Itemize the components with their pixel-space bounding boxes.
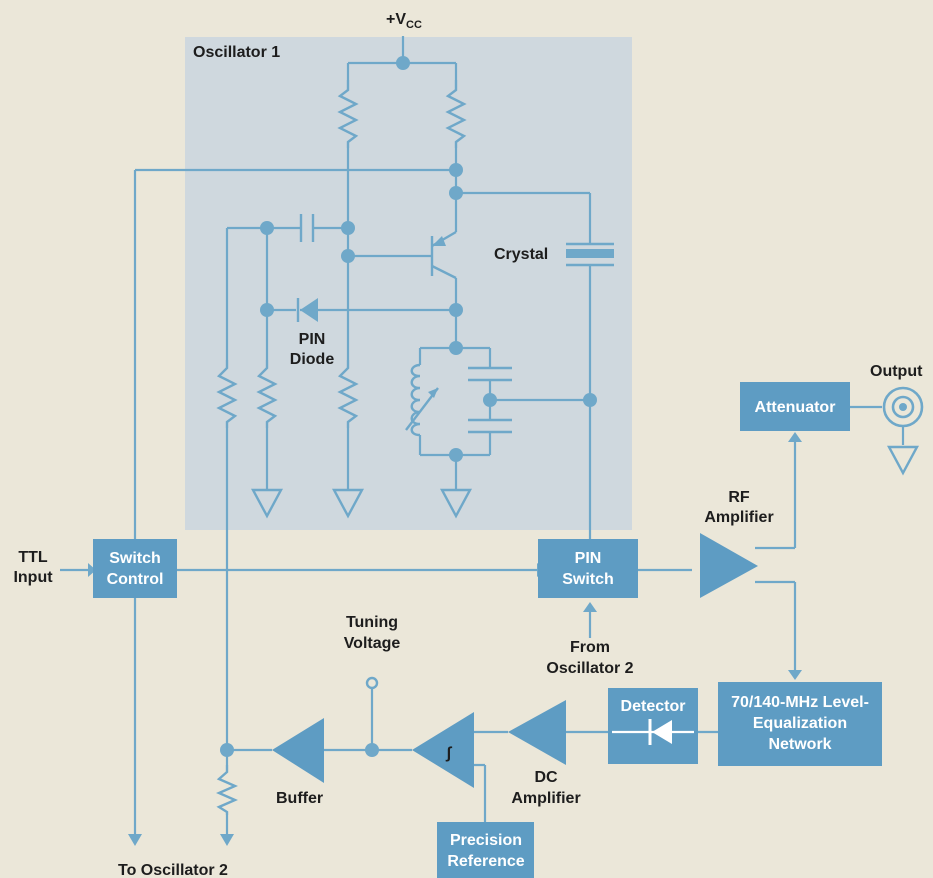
resistor-r4	[256, 360, 278, 428]
resistor-r2	[445, 80, 467, 148]
resistor-r6	[216, 765, 238, 815]
crystal	[566, 242, 614, 267]
detector-label: Detector	[621, 698, 686, 715]
coupling-capacitor	[299, 214, 315, 242]
oscillator-1-label: Oscillator 1	[193, 44, 280, 61]
attenuator-block	[740, 382, 850, 431]
buffer-amplifier	[272, 718, 324, 783]
buffer-label: Buffer	[276, 790, 323, 807]
level-equalization-block	[718, 682, 882, 766]
integrator	[412, 712, 474, 788]
vcc-label: +VCC	[386, 11, 422, 31]
wiring	[60, 36, 905, 836]
ground-symbol	[439, 488, 473, 519]
integrator-symbol: ∫	[445, 745, 453, 762]
tuning-voltage-terminal	[365, 676, 379, 690]
ground-symbol	[886, 445, 920, 476]
variable-inductor	[405, 363, 439, 437]
detector-diode	[612, 719, 694, 745]
to-oscillator-2-label: To Oscillator 2	[118, 862, 228, 878]
pin-switch-block	[538, 539, 638, 598]
rf-amplifier	[700, 533, 758, 598]
pin-diode	[296, 298, 318, 322]
resistor-r1	[337, 80, 359, 148]
attenuator-label: Attenuator	[755, 399, 836, 416]
tank-capacitors	[468, 366, 512, 434]
output-label: Output	[870, 363, 923, 380]
ground-symbol	[331, 488, 365, 519]
switch-control-block	[93, 539, 177, 598]
oscillator-1-panel	[185, 37, 632, 530]
crystal-label: Crystal	[494, 246, 548, 263]
dc-amplifier	[508, 700, 566, 765]
ground-symbol	[250, 488, 284, 519]
detector-block	[608, 688, 698, 764]
precision-reference-block	[437, 822, 534, 878]
junction-dots	[220, 56, 597, 757]
resistor-r3	[216, 360, 238, 428]
output-connector	[882, 386, 924, 428]
resistor-r5	[337, 360, 359, 428]
transistor	[430, 230, 457, 280]
